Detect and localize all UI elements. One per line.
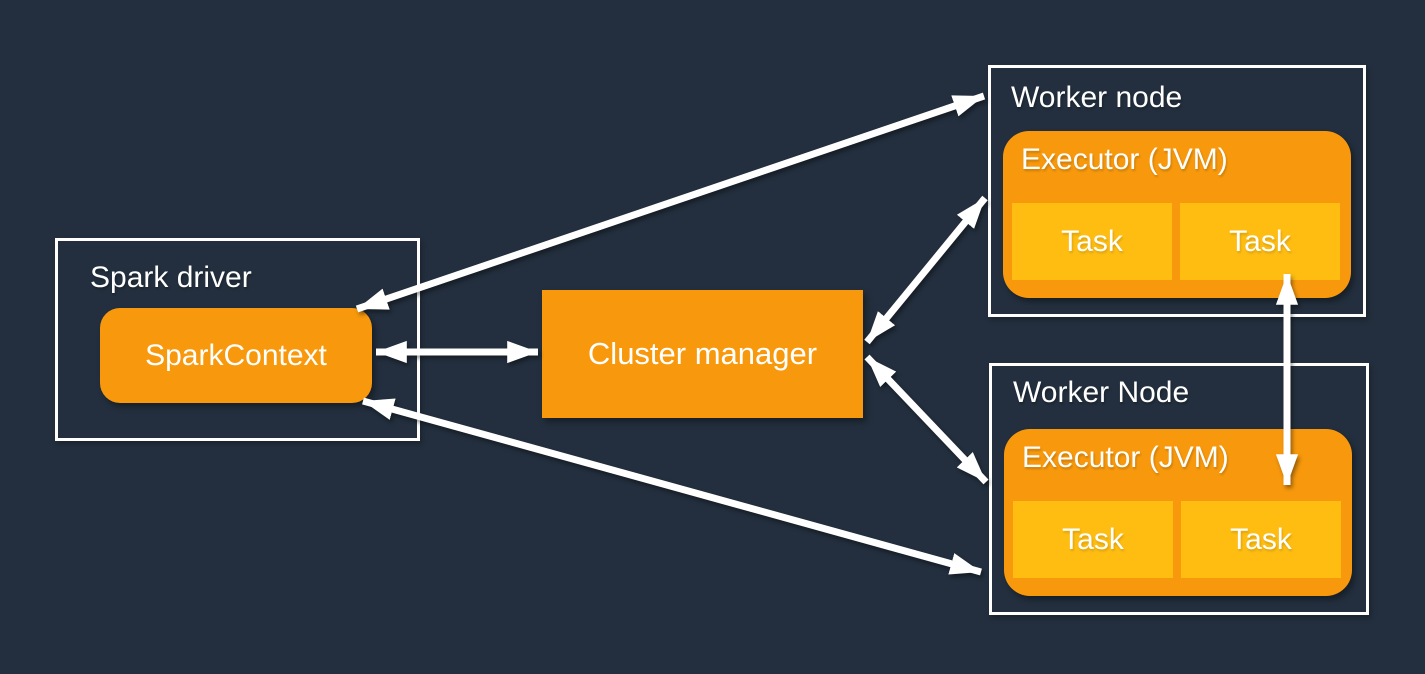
task-label: Task [1061, 224, 1123, 258]
spark-driver-label: Spark driver [90, 261, 252, 294]
task-label: Task [1062, 522, 1124, 556]
task-label: Task [1230, 522, 1292, 556]
worker-node-top-label: Worker node [1011, 81, 1183, 114]
task-box: Task [1013, 501, 1173, 578]
executor-bottom-box: Executor (JVM) Task Task [1004, 429, 1352, 596]
worker-node-top-box: Worker node Executor (JVM) Task Task [988, 65, 1366, 317]
executor-bottom-label: Executor (JVM) [1022, 441, 1229, 474]
task-box: Task [1012, 203, 1172, 280]
task-label: Task [1229, 224, 1291, 258]
task-box: Task [1180, 203, 1340, 280]
arrow-clustermanager-executorbottom [864, 354, 989, 485]
executor-top-label: Executor (JVM) [1021, 143, 1228, 176]
spark-context-box: SparkContext [100, 308, 372, 403]
cluster-manager-label: Cluster manager [587, 336, 818, 371]
spark-driver-box: Spark driver SparkContext [55, 238, 420, 441]
worker-node-bottom-label: Worker Node [1013, 376, 1190, 409]
arrow-sparkcontext-workerbottom [362, 397, 982, 576]
spark-context-label: SparkContext [145, 338, 327, 372]
arrow-sparkcontext-workertop [355, 92, 986, 313]
worker-node-bottom-box: Worker Node Executor (JVM) Task Task [989, 363, 1369, 615]
cluster-manager-box: Cluster manager [542, 290, 863, 418]
task-box: Task [1181, 501, 1341, 578]
executor-top-box: Executor (JVM) Task Task [1003, 131, 1351, 298]
arrow-clustermanager-executortop [864, 195, 988, 345]
